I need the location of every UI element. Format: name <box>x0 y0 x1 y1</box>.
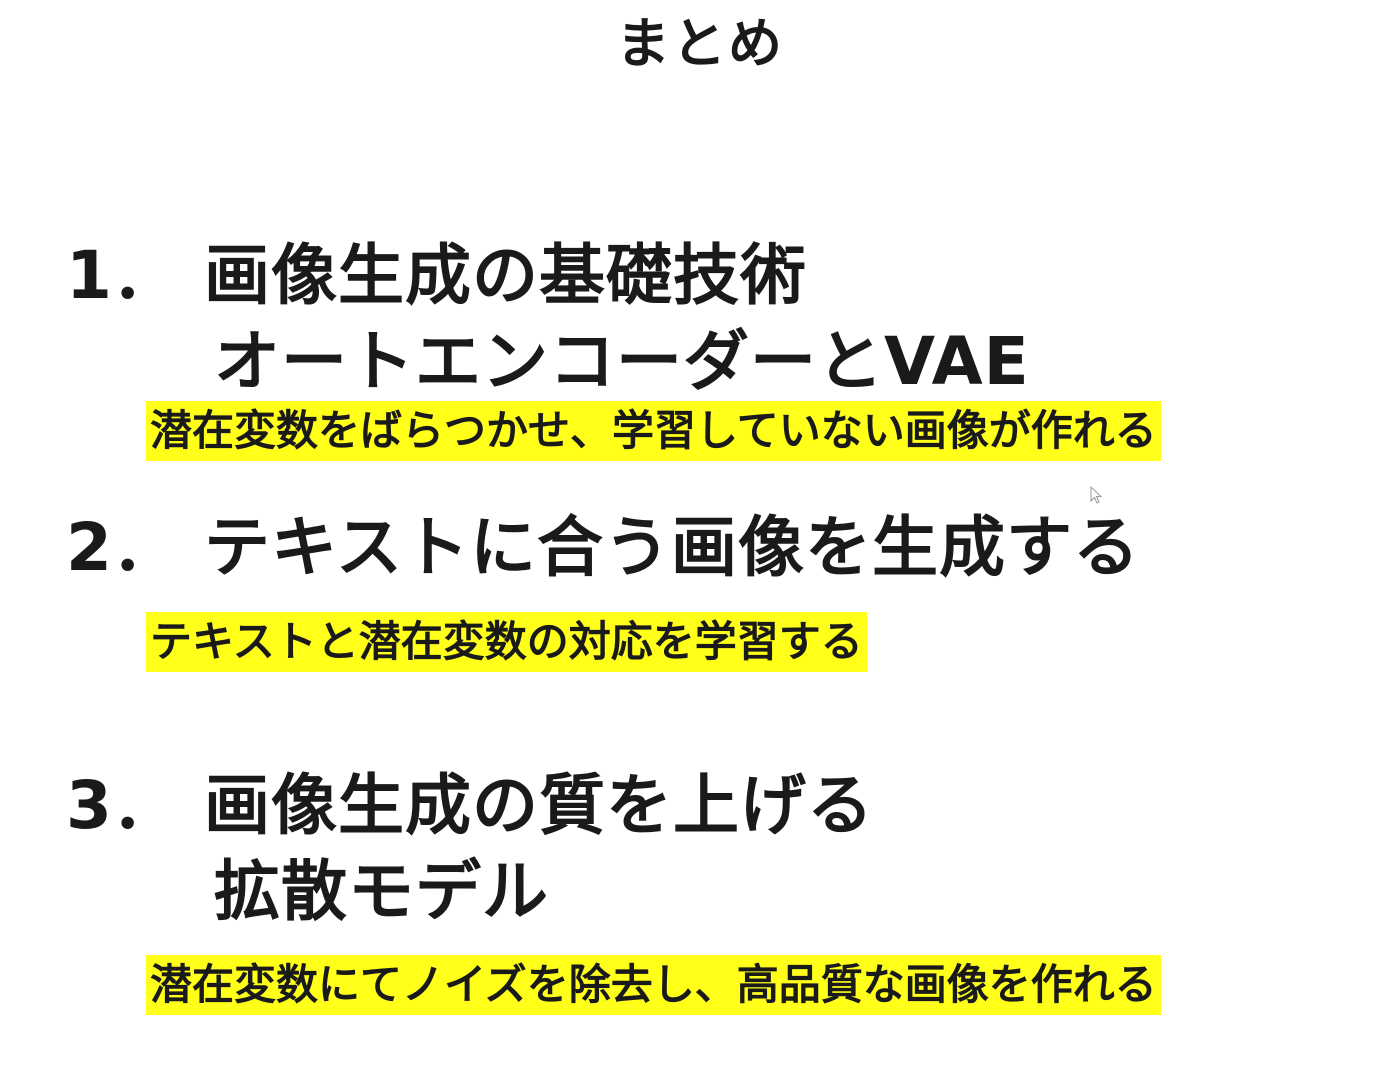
mouse-pointer-icon <box>1090 486 1103 504</box>
item-1-heading: 画像生成の基礎技術 <box>204 237 807 314</box>
slide-title: まとめ <box>616 12 784 75</box>
item-3-note-highlight: 潜在変数にてノイズを除去し、高品質な画像を作れる <box>146 955 1161 1015</box>
item-1-number: 1． <box>66 237 178 314</box>
item-1-note-highlight: 潜在変数をばらつかせ、学習していない画像が作れる <box>146 401 1161 461</box>
item-2-heading: テキストに合う画像を生成する <box>204 509 1141 586</box>
item-3-number: 3． <box>66 767 178 844</box>
item-2-note-highlight: テキストと潜在変数の対応を学習する <box>146 612 867 672</box>
item-1-subheading: オートエンコーダーとVAE <box>214 323 1030 400</box>
item-3-subheading: 拡散モデル <box>214 853 549 930</box>
item-3-heading: 画像生成の質を上げる <box>204 767 874 844</box>
item-2-number: 2． <box>66 509 178 586</box>
